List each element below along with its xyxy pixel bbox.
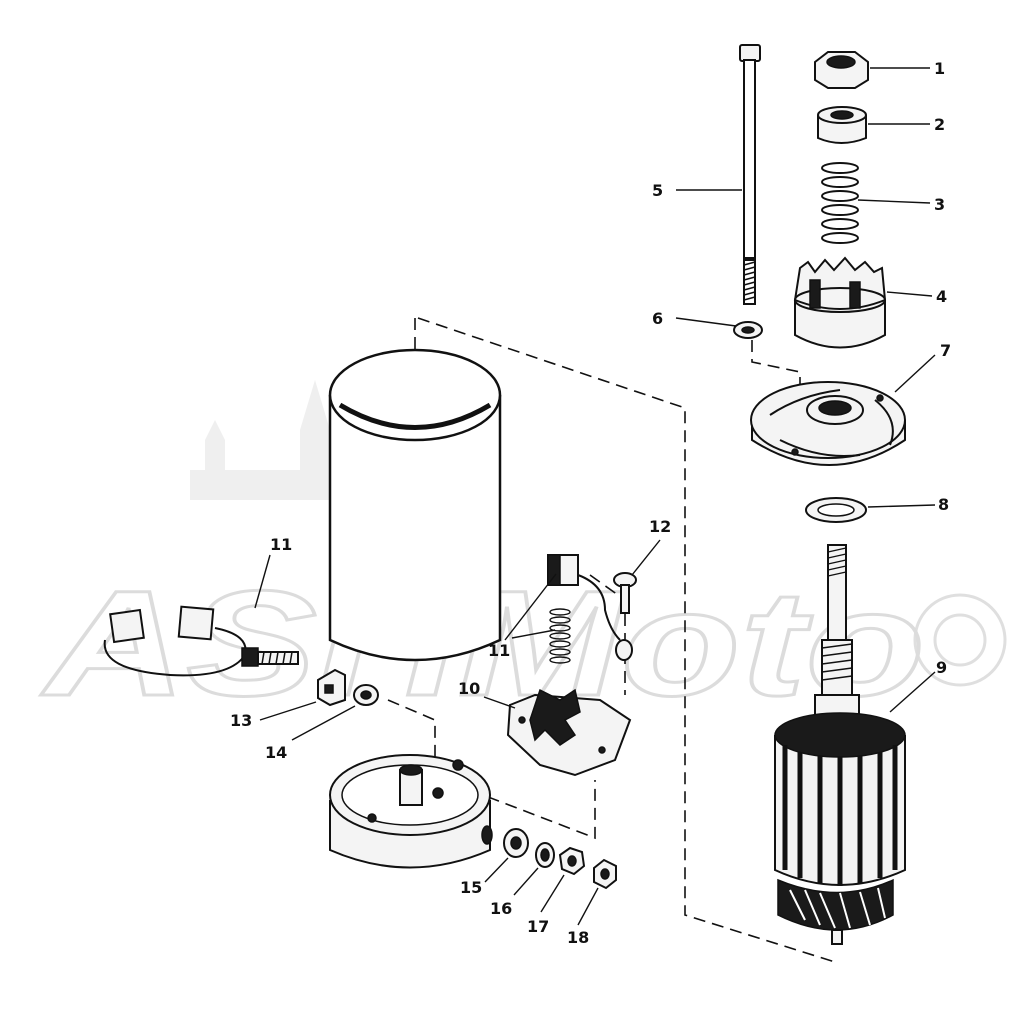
callout-7: 7 — [940, 341, 951, 360]
callout-6: 6 — [652, 309, 663, 328]
callout-5: 5 — [652, 181, 663, 200]
insulating-washer — [353, 684, 379, 706]
pinion-nut — [814, 51, 869, 89]
callout-2: 2 — [934, 115, 945, 134]
thrust-washer — [805, 497, 867, 523]
pinion-gear — [793, 256, 887, 349]
callout-17: 17 — [527, 917, 549, 936]
callout-16: 16 — [490, 899, 512, 918]
brush-holder-plate — [506, 688, 632, 777]
lock-washer — [733, 321, 763, 339]
callout-labels: 1 2 3 4 5 6 7 8 9 10 11 11 12 13 14 15 1… — [230, 59, 951, 947]
hex-nut — [558, 846, 586, 876]
armature — [774, 544, 906, 945]
callout-10: 10 — [458, 679, 480, 698]
callout-leaders — [254, 67, 936, 926]
brush-and-spring — [547, 554, 633, 664]
callout-11-left: 11 — [270, 535, 292, 554]
callout-9: 9 — [936, 658, 947, 677]
callout-8: 8 — [938, 495, 949, 514]
drive-end-cap — [750, 381, 906, 466]
lead-screw — [613, 572, 637, 614]
brush-set-with-lead — [103, 605, 299, 677]
callout-18: 18 — [567, 928, 589, 947]
callout-15: 15 — [460, 878, 482, 897]
lock-washer-small — [535, 842, 555, 868]
flat-washer — [503, 828, 529, 858]
callout-12: 12 — [649, 517, 671, 536]
commutator-end-cap — [329, 754, 493, 869]
drive-spring — [821, 162, 859, 244]
through-bolt — [739, 44, 761, 305]
spacer — [817, 106, 867, 144]
callout-4: 4 — [936, 287, 947, 306]
callout-14: 14 — [265, 743, 287, 762]
frame-housing — [328, 348, 502, 662]
terminal-insulator — [317, 668, 346, 707]
callout-11-right: 11 — [488, 641, 510, 660]
callout-1: 1 — [934, 59, 945, 78]
callout-13: 13 — [230, 711, 252, 730]
terminal-nut — [593, 858, 617, 890]
callout-3: 3 — [934, 195, 945, 214]
